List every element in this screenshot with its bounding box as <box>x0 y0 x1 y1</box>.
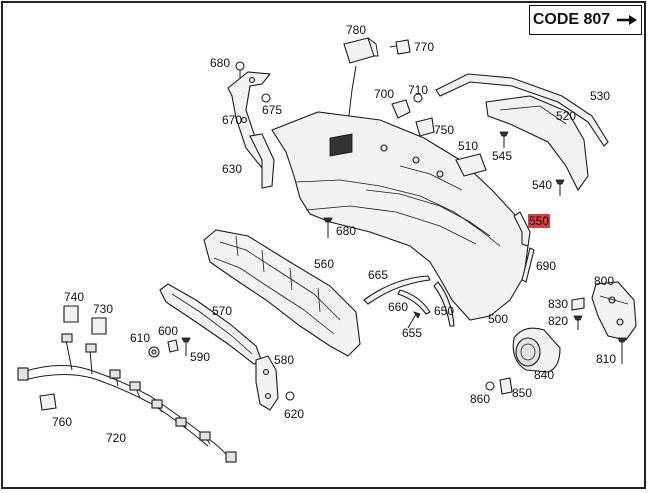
highlight-550-marker <box>528 214 550 228</box>
part-760-connector[interactable] <box>39 393 57 411</box>
code-reference-box[interactable]: CODE 807 <box>529 5 642 35</box>
label-590[interactable]: 590 <box>190 350 210 364</box>
part-520-diffuser[interactable] <box>485 95 589 192</box>
label-730[interactable]: 730 <box>93 302 113 316</box>
label-770[interactable]: 770 <box>414 40 434 54</box>
part-710-clip[interactable] <box>413 93 423 103</box>
label-780[interactable]: 780 <box>346 23 366 37</box>
part-680-pin-top[interactable] <box>235 61 245 78</box>
part-580-bracket[interactable] <box>255 355 279 411</box>
part-540-screw[interactable] <box>555 179 565 196</box>
label-840[interactable]: 840 <box>534 368 554 382</box>
part-700-sensor-holder[interactable] <box>391 99 411 119</box>
label-850[interactable]: 850 <box>512 386 532 400</box>
part-740-connector[interactable] <box>63 305 79 323</box>
label-820[interactable]: 820 <box>548 314 568 328</box>
label-530[interactable]: 530 <box>590 89 610 103</box>
part-630-bracket[interactable] <box>249 133 275 189</box>
label-620[interactable]: 620 <box>284 407 304 421</box>
label-655[interactable]: 655 <box>402 326 422 340</box>
label-830[interactable]: 830 <box>548 297 568 311</box>
label-630[interactable]: 630 <box>222 162 242 176</box>
part-800-bracket[interactable] <box>591 281 637 341</box>
label-760[interactable]: 760 <box>52 415 72 429</box>
code-label: CODE 807 <box>532 11 611 28</box>
label-580[interactable]: 580 <box>274 353 294 367</box>
part-620-clip[interactable] <box>285 391 295 401</box>
part-650-trim-arc[interactable] <box>433 281 455 327</box>
part-670-bracket[interactable] <box>227 71 272 169</box>
label-660[interactable]: 660 <box>388 300 408 314</box>
label-750[interactable]: 750 <box>434 123 454 137</box>
label-665[interactable]: 665 <box>368 268 388 282</box>
part-530-trim-strip[interactable] <box>435 73 609 147</box>
label-720[interactable]: 720 <box>106 431 126 445</box>
label-570[interactable]: 570 <box>212 304 232 318</box>
part-545-screw[interactable] <box>499 131 509 148</box>
label-680-lower[interactable]: 680 <box>336 224 356 238</box>
label-520[interactable]: 520 <box>556 109 576 123</box>
part-810-screw[interactable] <box>617 337 627 364</box>
part-665-trim-arc[interactable] <box>363 275 431 305</box>
part-730-connector[interactable] <box>91 317 107 335</box>
part-660-trim[interactable] <box>397 289 431 315</box>
part-590-pin[interactable] <box>181 337 191 356</box>
label-675[interactable]: 675 <box>262 103 282 117</box>
label-800[interactable]: 800 <box>594 274 614 288</box>
label-670[interactable]: 670 <box>222 113 242 127</box>
part-690-strip[interactable] <box>521 247 535 283</box>
part-860-ring[interactable] <box>485 381 495 391</box>
part-770-clip[interactable] <box>389 39 411 55</box>
label-540[interactable]: 540 <box>532 178 552 192</box>
label-510[interactable]: 510 <box>458 139 478 153</box>
arrow-right-icon <box>617 15 638 25</box>
part-675-clip[interactable] <box>261 93 271 103</box>
part-560-energy-absorber[interactable] <box>203 229 361 357</box>
part-600-clip[interactable] <box>167 339 179 353</box>
label-600[interactable]: 600 <box>158 324 178 338</box>
callout-labels: 780 770 680 675 670 630 700 710 750 510 … <box>52 23 616 445</box>
part-830-clip[interactable] <box>571 297 585 311</box>
part-820-screw[interactable] <box>573 315 583 330</box>
label-610[interactable]: 610 <box>130 331 150 345</box>
part-510-bracket[interactable] <box>455 153 487 177</box>
label-560[interactable]: 560 <box>314 257 334 271</box>
part-680-pin-lower[interactable] <box>323 217 333 238</box>
label-690[interactable]: 690 <box>536 259 556 273</box>
label-740[interactable]: 740 <box>64 290 84 304</box>
label-710[interactable]: 710 <box>408 83 428 97</box>
label-860[interactable]: 860 <box>470 392 490 406</box>
label-810[interactable]: 810 <box>596 352 616 366</box>
part-610-grommet[interactable] <box>148 346 160 358</box>
label-680-top[interactable]: 680 <box>210 56 230 70</box>
label-545[interactable]: 545 <box>492 149 512 163</box>
part-750-cover[interactable] <box>415 117 435 137</box>
part-840-sensor-housing[interactable] <box>512 327 561 373</box>
label-550[interactable]: 550 <box>529 214 549 228</box>
part-850-sensor[interactable] <box>499 377 513 395</box>
label-650[interactable]: 650 <box>434 304 454 318</box>
part-655-pin[interactable] <box>407 311 421 329</box>
part-720-wiring-harness[interactable] <box>17 333 237 463</box>
label-700[interactable]: 700 <box>374 87 394 101</box>
label-500[interactable]: 500 <box>488 312 508 326</box>
part-550-reflector[interactable] <box>513 211 531 247</box>
